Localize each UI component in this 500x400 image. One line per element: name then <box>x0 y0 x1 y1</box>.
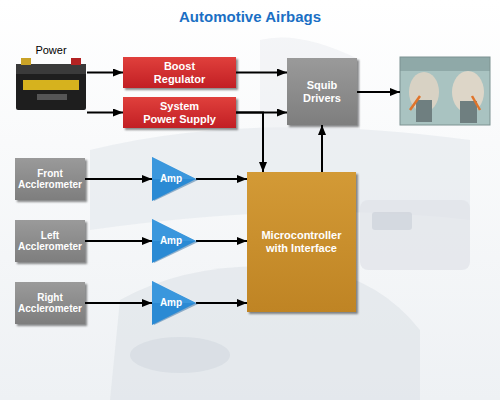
signal-arrow <box>85 178 152 180</box>
diagram-title: Automotive Airbags <box>0 8 500 25</box>
node-text: Amp <box>156 173 186 185</box>
power-supply-box: System Power Supply <box>123 97 236 128</box>
node-text: Power <box>15 44 87 57</box>
signal-arrow <box>85 302 152 304</box>
node-text: Right Acclerometer <box>16 292 84 315</box>
sensor-box: Right Acclerometer <box>15 282 85 324</box>
power-source: Power <box>15 42 87 114</box>
node-text: Left Acclerometer <box>16 230 84 253</box>
signal-arrow <box>321 125 323 172</box>
output-arrow <box>357 91 400 93</box>
node-text: Amp <box>156 297 186 309</box>
signal-arrow <box>196 240 247 242</box>
sensor-box: Front Acclerometer <box>15 158 85 200</box>
signal-arrow <box>236 113 263 173</box>
amplifier-triangle: Amp <box>152 281 196 325</box>
airbag-illustration <box>400 57 490 125</box>
signal-arrow <box>196 302 247 304</box>
node-text: Squib Drivers <box>296 79 348 104</box>
amplifier-triangle: Amp <box>152 157 196 201</box>
signal-arrow <box>196 178 247 180</box>
signal-arrow <box>87 112 123 114</box>
signal-arrow <box>87 72 123 74</box>
signal-arrow <box>236 72 287 74</box>
node-text: Front Acclerometer <box>16 168 84 191</box>
amplifier-triangle: Amp <box>152 219 196 263</box>
node-text: System Power Supply <box>143 100 217 125</box>
sensor-box: Left Acclerometer <box>15 220 85 262</box>
node-text: Microcontroller with Interface <box>259 229 345 254</box>
regulator-box: Boost Regulator <box>123 57 236 88</box>
node-text: Boost Regulator <box>147 60 213 85</box>
controller-box: Microcontroller with Interface <box>247 172 356 312</box>
driver-box: Squib Drivers <box>287 58 357 125</box>
node-text: Amp <box>156 235 186 247</box>
signal-arrow <box>85 240 152 242</box>
